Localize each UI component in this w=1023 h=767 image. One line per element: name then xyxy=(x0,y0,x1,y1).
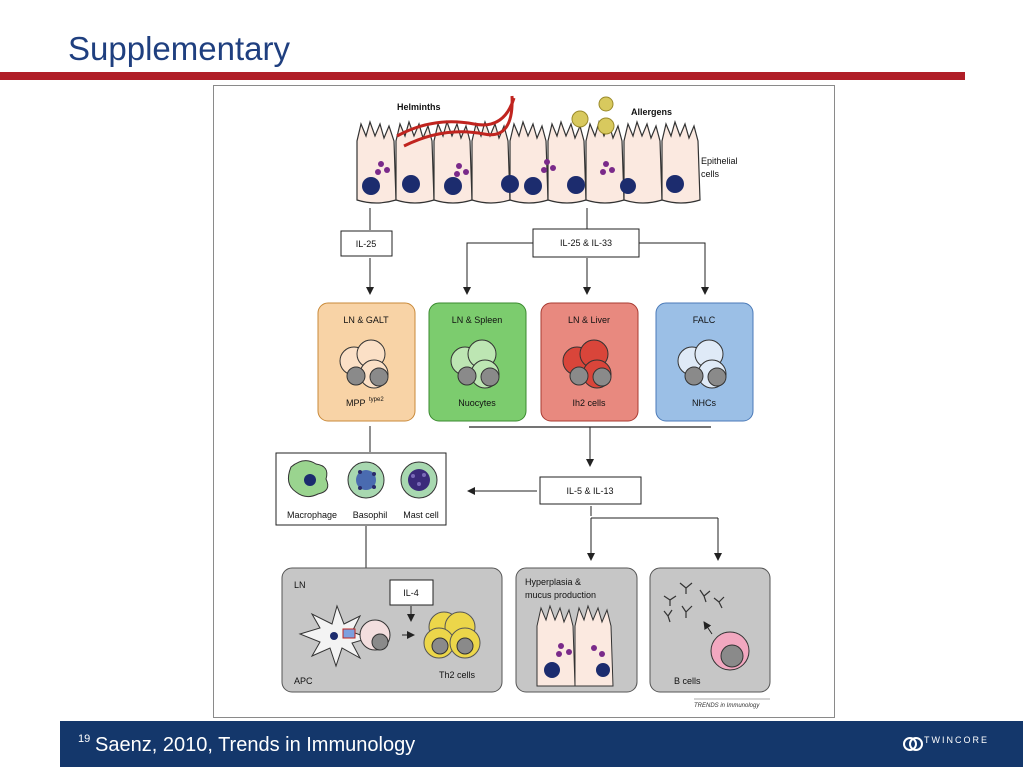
box-ln-spleen-label: Nuocytes xyxy=(458,398,496,408)
allergens-label: Allergens xyxy=(631,107,672,117)
box-ln-liver-label: Ih2 cells xyxy=(572,398,606,408)
il5-il13-box xyxy=(539,476,642,505)
footer-bar: 19 Saenz, 2010, Trends in Immunology TWI… xyxy=(60,721,1023,767)
ln-label: LN xyxy=(294,580,306,590)
effector-cells-box: Macrophage Basophil Mast cell xyxy=(275,452,447,526)
twincore-logo-icon xyxy=(903,737,923,751)
th2-cells-label: Th2 cells xyxy=(439,670,476,680)
title-rule xyxy=(0,72,965,80)
epithelial-label-line2: cells xyxy=(701,169,720,179)
box-ln-galt: LN & GALT MPP type2 xyxy=(317,302,416,422)
box-ln-galt-label: MPP xyxy=(346,398,366,408)
box-falc-title: FALC xyxy=(693,315,716,325)
hyperplasia-panel: Hyperplasia & mucus production xyxy=(515,567,638,693)
immunology-diagram: Helminths Allergens Epithelial cells IL-… xyxy=(275,95,771,709)
helminths-label: Helminths xyxy=(397,102,441,112)
twincore-logo-text: TWINCORE xyxy=(924,735,989,745)
twincore-logo: TWINCORE xyxy=(902,733,1012,757)
bcells-label: B cells xyxy=(674,676,701,686)
basophil-label: Basophil xyxy=(353,510,388,520)
journal-label: TRENDS in Immunology xyxy=(694,703,760,709)
box-ln-galt-label-sup: type2 xyxy=(369,397,384,403)
box-ln-spleen: LN & Spleen Nuocytes xyxy=(428,302,527,422)
hyperplasia-label-line1: Hyperplasia & xyxy=(525,577,581,587)
macrophage-label: Macrophage xyxy=(287,510,337,520)
epithelial-cells xyxy=(356,120,701,204)
epithelial-label-line1: Epithelial xyxy=(701,156,738,166)
ln-panel: LN IL-4 APC Th2 cells xyxy=(281,567,503,693)
il25-label: IL-25 xyxy=(356,239,377,249)
box-ln-spleen-title: LN & Spleen xyxy=(452,315,503,325)
box-falc-label: NHCs xyxy=(692,398,716,408)
il5-il13-label: IL-5 & IL-13 xyxy=(566,486,613,496)
slide-title: Supplementary xyxy=(68,30,290,67)
allergen-particles xyxy=(571,96,615,135)
slide-number: 19 xyxy=(78,733,91,745)
il25-il33-label: IL-25 & IL-33 xyxy=(560,238,612,248)
box-ln-liver: LN & Liver Ih2 cells xyxy=(540,302,639,422)
box-ln-galt-title: LN & GALT xyxy=(343,315,389,325)
il25-box xyxy=(340,230,393,257)
il4-label: IL-4 xyxy=(403,588,419,598)
figure-frame: Helminths Allergens Epithelial cells IL-… xyxy=(213,85,835,718)
box-falc: FALC NHCs xyxy=(655,302,754,422)
helminth-worms xyxy=(396,95,516,148)
citation-text: Saenz, 2010, Trends in Immunology xyxy=(95,734,416,756)
bcells-panel: B cells xyxy=(649,567,771,693)
box-ln-liver-title: LN & Liver xyxy=(568,315,610,325)
mast-cell-label: Mast cell xyxy=(403,510,439,520)
apc-label: APC xyxy=(294,676,313,686)
hyperplasia-label-line2: mucus production xyxy=(525,590,596,600)
